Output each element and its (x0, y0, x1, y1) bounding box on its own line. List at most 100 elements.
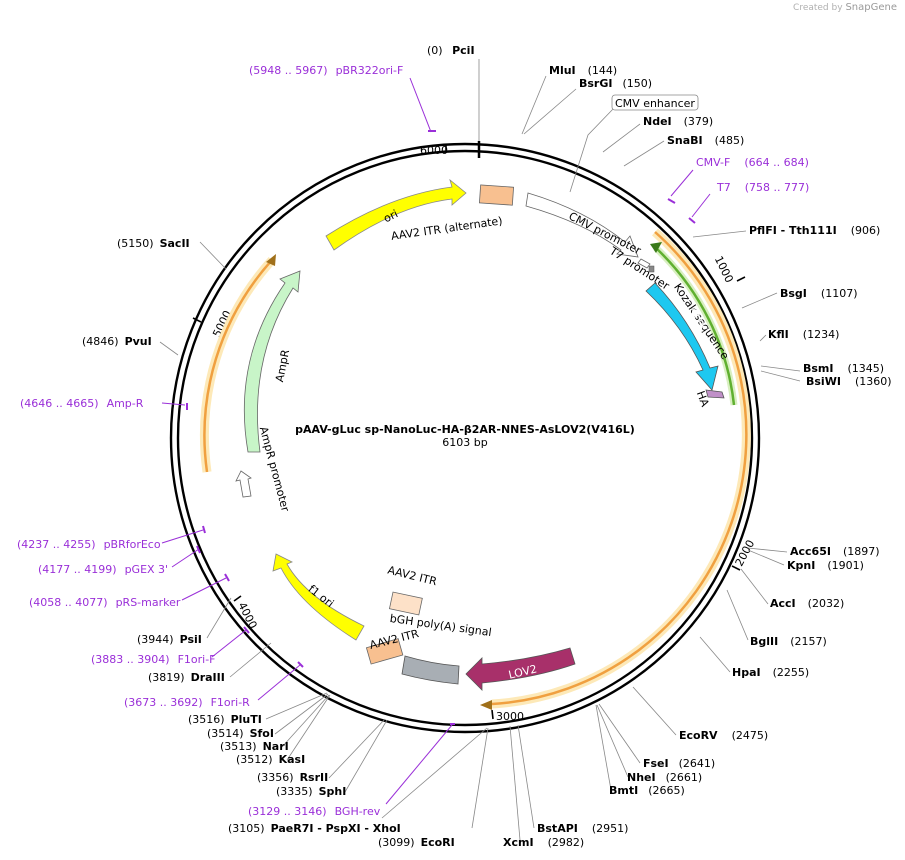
site-label-pluti[interactable]: (3516)PluTI (188, 713, 262, 726)
feature-ha[interactable] (705, 389, 725, 399)
site-pos-acc65i: (1897) (843, 545, 880, 558)
primer-label-t7[interactable]: T7(758 .. 777) (716, 181, 809, 194)
primer-label-bghrev[interactable]: (3129 .. 3146)BGH-rev (248, 805, 381, 818)
leader-sphi (344, 719, 388, 793)
primer-label-pbr322ori[interactable]: (5948 .. 5967)pBR322ori-F (249, 64, 403, 77)
primer-label-cmvf[interactable]: CMV-F(664 .. 684) (696, 156, 809, 169)
tick-5000-mark (192, 317, 202, 323)
site-name-ecorv: EcoRV (679, 729, 718, 742)
site-label-bsiwi[interactable]: BsiWI(1360) (806, 375, 892, 388)
primer-name-cmvf: CMV-F (696, 156, 730, 169)
primer-label-f1orir[interactable]: (3673 .. 3692)F1ori-R (124, 696, 250, 709)
leader-kasi (286, 694, 331, 761)
tick-1000: 1000 (712, 254, 736, 285)
site-label-acci[interactable]: AccI(2032) (770, 597, 844, 610)
site-label-bsrgi[interactable]: BsrGI (150) (579, 77, 652, 90)
orf-main-highlight (491, 228, 751, 709)
primer-name-f1orif: F1ori-F (178, 653, 216, 666)
site-label-bglii[interactable]: BglII(2157) (750, 635, 827, 648)
site-pos-bsrgi: (150) (622, 77, 652, 90)
site-label-ecori[interactable]: (3099)EcoRI (378, 836, 455, 849)
site-label-rsrii[interactable]: (3356)RsrII (257, 771, 328, 784)
primer-label-prs[interactable]: (4058 .. 4077)pRS-marker (29, 596, 181, 609)
feature-aav2-itr-1[interactable] (388, 591, 423, 616)
cmv-enhancer-box[interactable] (611, 94, 699, 111)
feature-lov2[interactable] (465, 647, 576, 691)
site-label-pcii[interactable]: (0) PciI (427, 44, 475, 57)
site-name-bstapi: BstAPI (537, 822, 578, 835)
site-label-kasi[interactable]: (3512)KasI (236, 753, 305, 766)
tick-1000-mark (736, 276, 746, 282)
feature-ori[interactable] (325, 178, 467, 251)
primer-mark-t7 (688, 217, 696, 224)
orf-main (491, 231, 748, 706)
feature-bgh-polya[interactable] (401, 655, 460, 685)
feature-ampr[interactable] (243, 270, 301, 453)
site-name-kfli: KflI (768, 328, 789, 341)
site-label-bstapi[interactable]: BstAPI(2951) (537, 822, 628, 835)
site-label-snabi[interactable]: SnaBI(485) (667, 134, 744, 147)
primer-label-pgex[interactable]: (4177 .. 4199)pGEX 3' (38, 563, 168, 576)
site-pos-bsmi: (1345) (848, 362, 885, 375)
feature-cmv-promoter[interactable] (525, 192, 639, 258)
primer-leader-f1orif (211, 629, 247, 658)
site-label-pflfi[interactable]: PflFI - Tth111I(906) (749, 224, 880, 237)
site-name-pflfi: PflFI - Tth111I (749, 224, 837, 237)
primer-label-pbrforeco[interactable]: (4237 .. 4255)pBRforEco (17, 538, 161, 551)
site-label-kpni[interactable]: KpnI(1901) (787, 559, 864, 572)
feature-kozak[interactable] (648, 265, 655, 273)
site-label-hpai[interactable]: HpaI(2255) (732, 666, 809, 679)
site-label-sphi[interactable]: (3335)SphI (276, 785, 346, 798)
site-label-bsmi[interactable]: BsmI(1345) (803, 362, 884, 375)
site-name-kpni: KpnI (787, 559, 815, 572)
feature-nluc[interactable] (645, 282, 719, 391)
site-label-acc65i[interactable]: Acc65I(1897) (790, 545, 880, 558)
site-label-bsgi[interactable]: BsgI(1107) (780, 287, 857, 300)
site-label-bmti[interactable]: BmtI(2665) (609, 784, 685, 797)
site-name-nhei: NheI (627, 771, 656, 784)
site-label-sfoi[interactable]: (3514)SfoI (207, 727, 274, 740)
site-label-nari[interactable]: (3513)NarI (220, 740, 289, 753)
site-label-kfli[interactable]: KflI(1234) (768, 328, 839, 341)
feature-aav2-itr-alt[interactable] (478, 184, 515, 206)
leader-draiii (229, 642, 272, 678)
cmv-enhancer-leader (569, 107, 615, 193)
leader-pvui (159, 341, 179, 356)
feature-t7-promoter[interactable] (637, 258, 651, 269)
site-pos-xhoi: (3105) (228, 822, 265, 835)
cmv-enhancer-label: CMV enhancer (615, 97, 695, 110)
site-label-draiii[interactable]: (3819)DraIII (148, 671, 225, 684)
site-pos-kasi: (3512) (236, 753, 273, 766)
leader-rsrii (328, 718, 386, 779)
site-pos-rsrii: (3356) (257, 771, 294, 784)
site-name-hpai: HpaI (732, 666, 761, 679)
site-label-nhei[interactable]: NheI(2661) (627, 771, 702, 784)
site-label-fsei[interactable]: FseI(2641) (643, 757, 715, 770)
primer-range-ampr: (4646 .. 4665) (20, 397, 99, 410)
site-name-draiii: DraIII (191, 671, 225, 684)
site-label-ndei[interactable]: NdeI(379) (643, 115, 713, 128)
feature-aav2-itr-2[interactable] (365, 638, 404, 665)
site-leaders (159, 59, 801, 841)
leader-snabi (623, 140, 665, 167)
site-name-bsrgi: BsrGI (579, 77, 612, 90)
site-label-xhoi[interactable]: (3105) PaeR7I - PspXI - XhoI (228, 822, 401, 835)
site-label-psii[interactable]: (3944)PsiI (137, 633, 202, 646)
feature-ampr-promoter[interactable] (235, 470, 252, 498)
site-label-mlui[interactable]: MluI(144) (549, 64, 617, 77)
site-name-xhoi: PaeR7I - PspXI - XhoI (271, 822, 401, 835)
site-label-ecorv[interactable]: EcoRV(2475) (679, 729, 768, 742)
site-label-pvui[interactable]: (4846)PvuI (82, 335, 152, 348)
primer-label-ampr[interactable]: (4646 .. 4665)Amp-R (20, 397, 144, 410)
backbone-inner-ring (176, 149, 754, 727)
tick-2000-mark (731, 565, 741, 571)
primer-name-prs: pRS-marker (116, 596, 181, 609)
primer-range-pbr322ori: (5948 .. 5967) (249, 64, 328, 77)
plasmid-name: pAAV-gLuc sp-NanoLuc-HA-β2AR-NNES-AsLOV2… (295, 423, 635, 436)
site-name-xcmi: XcmI (503, 836, 534, 849)
feature-f1-ori[interactable] (272, 553, 365, 641)
primer-label-f1orif[interactable]: (3883 .. 3904)F1ori-F (91, 653, 216, 666)
site-label-xcmi[interactable]: XcmI(2982) (503, 836, 584, 849)
leader-xhoi (381, 727, 488, 819)
site-label-sacii[interactable]: (5150)SacII (117, 237, 190, 250)
